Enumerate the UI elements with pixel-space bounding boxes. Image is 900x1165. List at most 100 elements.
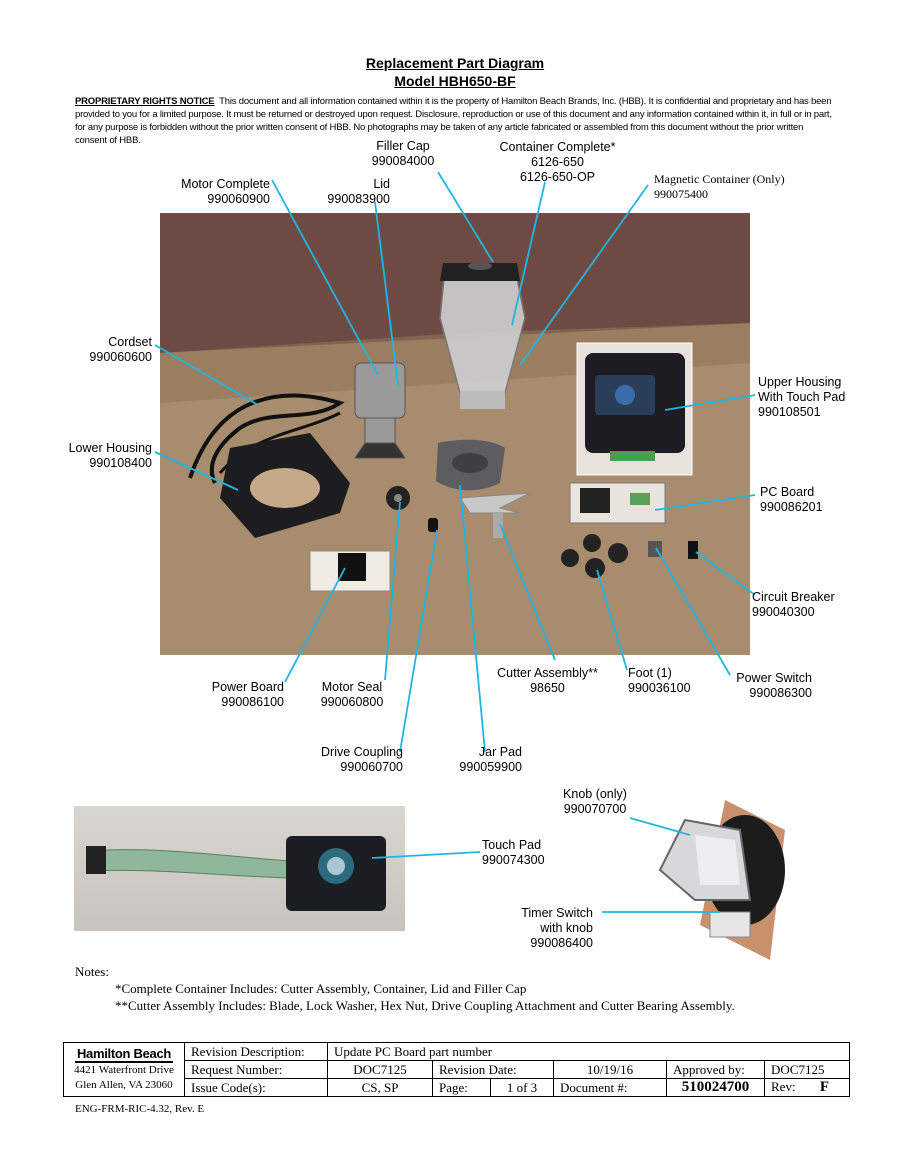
motor-name: Motor Complete (181, 177, 270, 191)
knob-illustration (640, 800, 790, 965)
notice-heading: PROPRIETARY RIGHTS NOTICE (75, 96, 215, 107)
pc-board-number: 990086201 (760, 500, 823, 514)
form-number: ENG-FRM-RIC-4.32, Rev. E (75, 1103, 205, 1115)
revision-table: Hamilton Beach 4421 Waterfront Drive Gle… (63, 1042, 850, 1097)
knob-name: Knob (only) (563, 787, 627, 801)
jar-pad-number: 990059900 (459, 760, 522, 774)
container-name: Container Complete* (499, 140, 616, 154)
motor-number: 990060900 (207, 192, 270, 206)
rev-date-label: Revision Date: (432, 1060, 554, 1079)
cutter-name: Cutter Assembly** (497, 666, 598, 680)
knob-drawing (658, 800, 785, 960)
power-board-name: Power Board (211, 680, 284, 694)
proprietary-notice: PROPRIETARY RIGHTS NOTICE This document … (75, 95, 835, 147)
model-title: Model HBH650-BF (394, 73, 516, 89)
notes-heading: Notes: (75, 964, 109, 979)
document-number: 510024700 (666, 1078, 765, 1097)
label-foot: Foot (1)990036100 (628, 666, 691, 696)
cordset-number: 990060600 (89, 350, 152, 364)
magnetic-name: Magnetic Container (Only) (654, 172, 785, 186)
touch-pad-illustration (86, 836, 386, 911)
hamilton-beach-logo: Hamilton Beach (74, 1046, 174, 1063)
notes-line-1: *Complete Container Includes: Cutter Ass… (115, 981, 527, 996)
magnetic-number: 990075400 (654, 187, 708, 201)
timer-switch-name: Timer Switch (521, 906, 593, 920)
power-switch-number: 990086300 (749, 686, 812, 700)
foot-number: 990036100 (628, 681, 691, 695)
lower-housing-name: Lower Housing (68, 441, 152, 455)
parts-photo-illustration (160, 213, 750, 655)
touch-pad-name: Touch Pad (482, 838, 542, 852)
container-number: 6126-650 (531, 155, 584, 169)
drive-coupling-name: Drive Coupling (321, 745, 403, 759)
approved-value: DOC7125 (764, 1060, 850, 1079)
power-switch-name: Power Switch (736, 671, 812, 685)
motor-seal-name: Motor Seal (321, 680, 383, 694)
touch-pad-number: 990074300 (482, 853, 545, 867)
container-number-op: 6126-650-OP (519, 170, 596, 184)
parts-photo (160, 213, 750, 655)
upper-housing-number: 990108501 (758, 405, 821, 419)
timer-switch-name2: with knob (540, 921, 593, 935)
notes: Notes: *Complete Container Includes: Cut… (75, 963, 735, 1014)
page-title: Replacement Part Diagram (365, 55, 545, 71)
approved-label: Approved by: (666, 1060, 765, 1079)
rev-cell: Rev: F (764, 1078, 850, 1097)
request-value: DOC7125 (327, 1060, 433, 1079)
issue-label: Issue Code(s): (184, 1078, 328, 1097)
pc-board-name: PC Board (760, 485, 815, 499)
circuit-breaker-name: Circuit Breaker (752, 590, 835, 604)
rev-label: Rev: (771, 1079, 796, 1094)
request-label: Request Number: (184, 1060, 328, 1079)
page-value: 1 of 3 (490, 1078, 554, 1097)
lid-number: 990083900 (327, 192, 390, 206)
motor-seal-number: 990060800 (320, 695, 384, 709)
rev-date-value: 10/19/16 (553, 1060, 667, 1079)
cordset-name: Cordset (108, 335, 152, 349)
upper-housing-name: Upper Housing (758, 375, 842, 389)
knob-number: 990070700 (563, 802, 627, 816)
lower-housing-number: 990108400 (89, 456, 152, 470)
filler-cap-name: Filler Cap (376, 139, 430, 153)
power-board-number: 990086100 (221, 695, 284, 709)
rev-value: F (819, 1079, 829, 1095)
cutter-number: 98650 (530, 681, 565, 695)
lid-name: Lid (373, 177, 390, 191)
page-label: Page: (432, 1078, 491, 1097)
timer-switch-number: 990086400 (530, 936, 593, 950)
rev-desc-label: Revision Description: (184, 1042, 328, 1061)
label-knob: Knob (only)990070700 (555, 787, 635, 817)
rev-desc-value: Update PC Board part number (327, 1042, 850, 1061)
drive-coupling-number: 990060700 (340, 760, 403, 774)
upper-housing-name2: With Touch Pad (758, 390, 846, 404)
address-line-2: Glen Allen, VA 23060 (75, 1079, 173, 1091)
notes-line-2: **Cutter Assembly Includes: Blade, Lock … (115, 998, 735, 1013)
document-label: Document #: (553, 1078, 667, 1097)
jar-pad-name: Jar Pad (478, 745, 522, 759)
filler-cap-number: 990084000 (371, 154, 435, 168)
issue-value: CS, SP (327, 1078, 433, 1097)
circuit-breaker-number: 990040300 (752, 605, 815, 619)
address-line-1: 4421 Waterfront Drive (74, 1064, 174, 1076)
label-cutter: Cutter Assembly**98650 (490, 666, 605, 696)
notice-text: This document and all information contai… (75, 96, 832, 146)
touch-pad-photo (74, 806, 405, 931)
company-block: Hamilton Beach 4421 Waterfront Drive Gle… (63, 1042, 185, 1097)
foot-name: Foot (1) (628, 666, 672, 680)
